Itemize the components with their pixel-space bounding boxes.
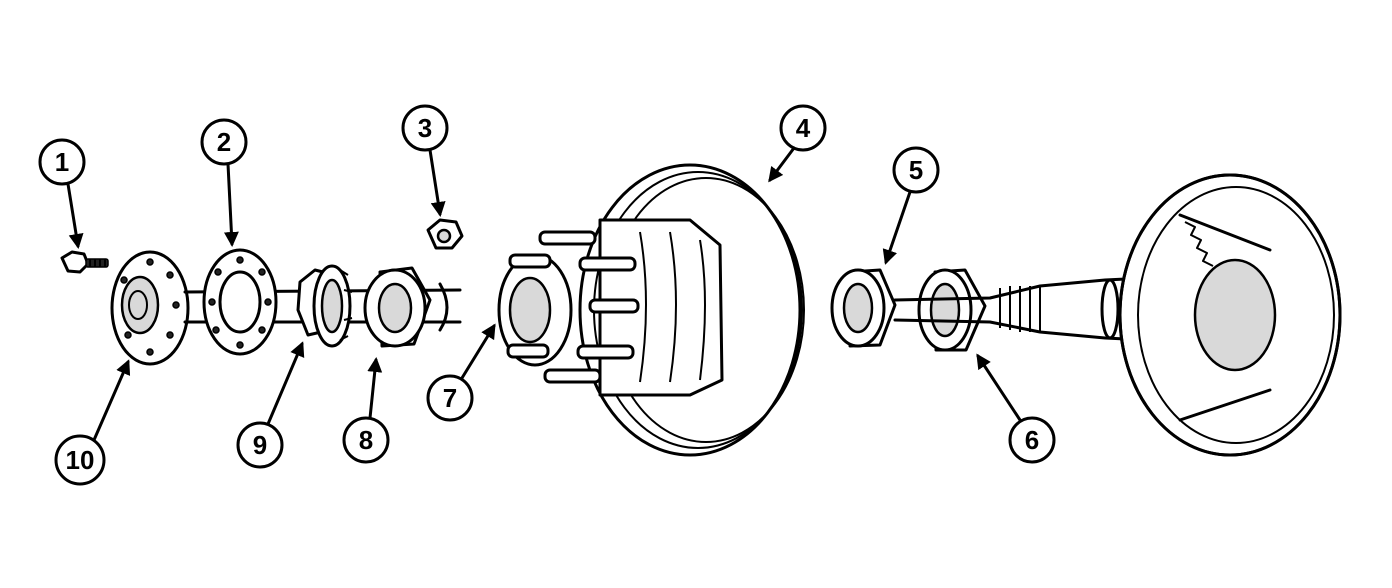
part-adjusting-nut bbox=[296, 264, 353, 348]
wheel-studs bbox=[506, 230, 640, 384]
part-lug-nut bbox=[426, 218, 464, 250]
callout-9-number: 9 bbox=[253, 430, 267, 460]
callout-10: 10 bbox=[54, 359, 131, 486]
callout-7: 7 bbox=[426, 323, 496, 422]
part-axle-shaft-flange bbox=[110, 250, 190, 366]
callout-2-number: 2 bbox=[217, 127, 231, 157]
callout-1: 1 bbox=[38, 138, 86, 249]
callout-7-number: 7 bbox=[443, 383, 457, 413]
part-gasket bbox=[202, 248, 278, 356]
callout-5: 5 bbox=[882, 146, 940, 265]
callout-10-number: 10 bbox=[66, 445, 95, 475]
callout-4: 4 bbox=[768, 104, 827, 183]
part-inner-bearing bbox=[830, 268, 897, 348]
callout-1-number: 1 bbox=[55, 147, 69, 177]
callout-4-number: 4 bbox=[796, 113, 811, 143]
part-wheel-hub bbox=[497, 230, 640, 384]
part-grease-seal bbox=[917, 268, 987, 352]
callout-6-number: 6 bbox=[1025, 425, 1039, 455]
callout-3-number: 3 bbox=[418, 113, 432, 143]
callout-8-number: 8 bbox=[359, 425, 373, 455]
callout-5-number: 5 bbox=[909, 155, 923, 185]
callout-3: 3 bbox=[401, 104, 449, 217]
callout-6: 6 bbox=[976, 353, 1056, 464]
brake-backing-plate bbox=[1118, 173, 1342, 457]
callout-2: 2 bbox=[200, 118, 248, 247]
part-bolt bbox=[60, 250, 109, 274]
callout-9: 9 bbox=[236, 341, 305, 469]
part-outer-bearing bbox=[363, 266, 432, 348]
callout-8: 8 bbox=[342, 357, 390, 464]
